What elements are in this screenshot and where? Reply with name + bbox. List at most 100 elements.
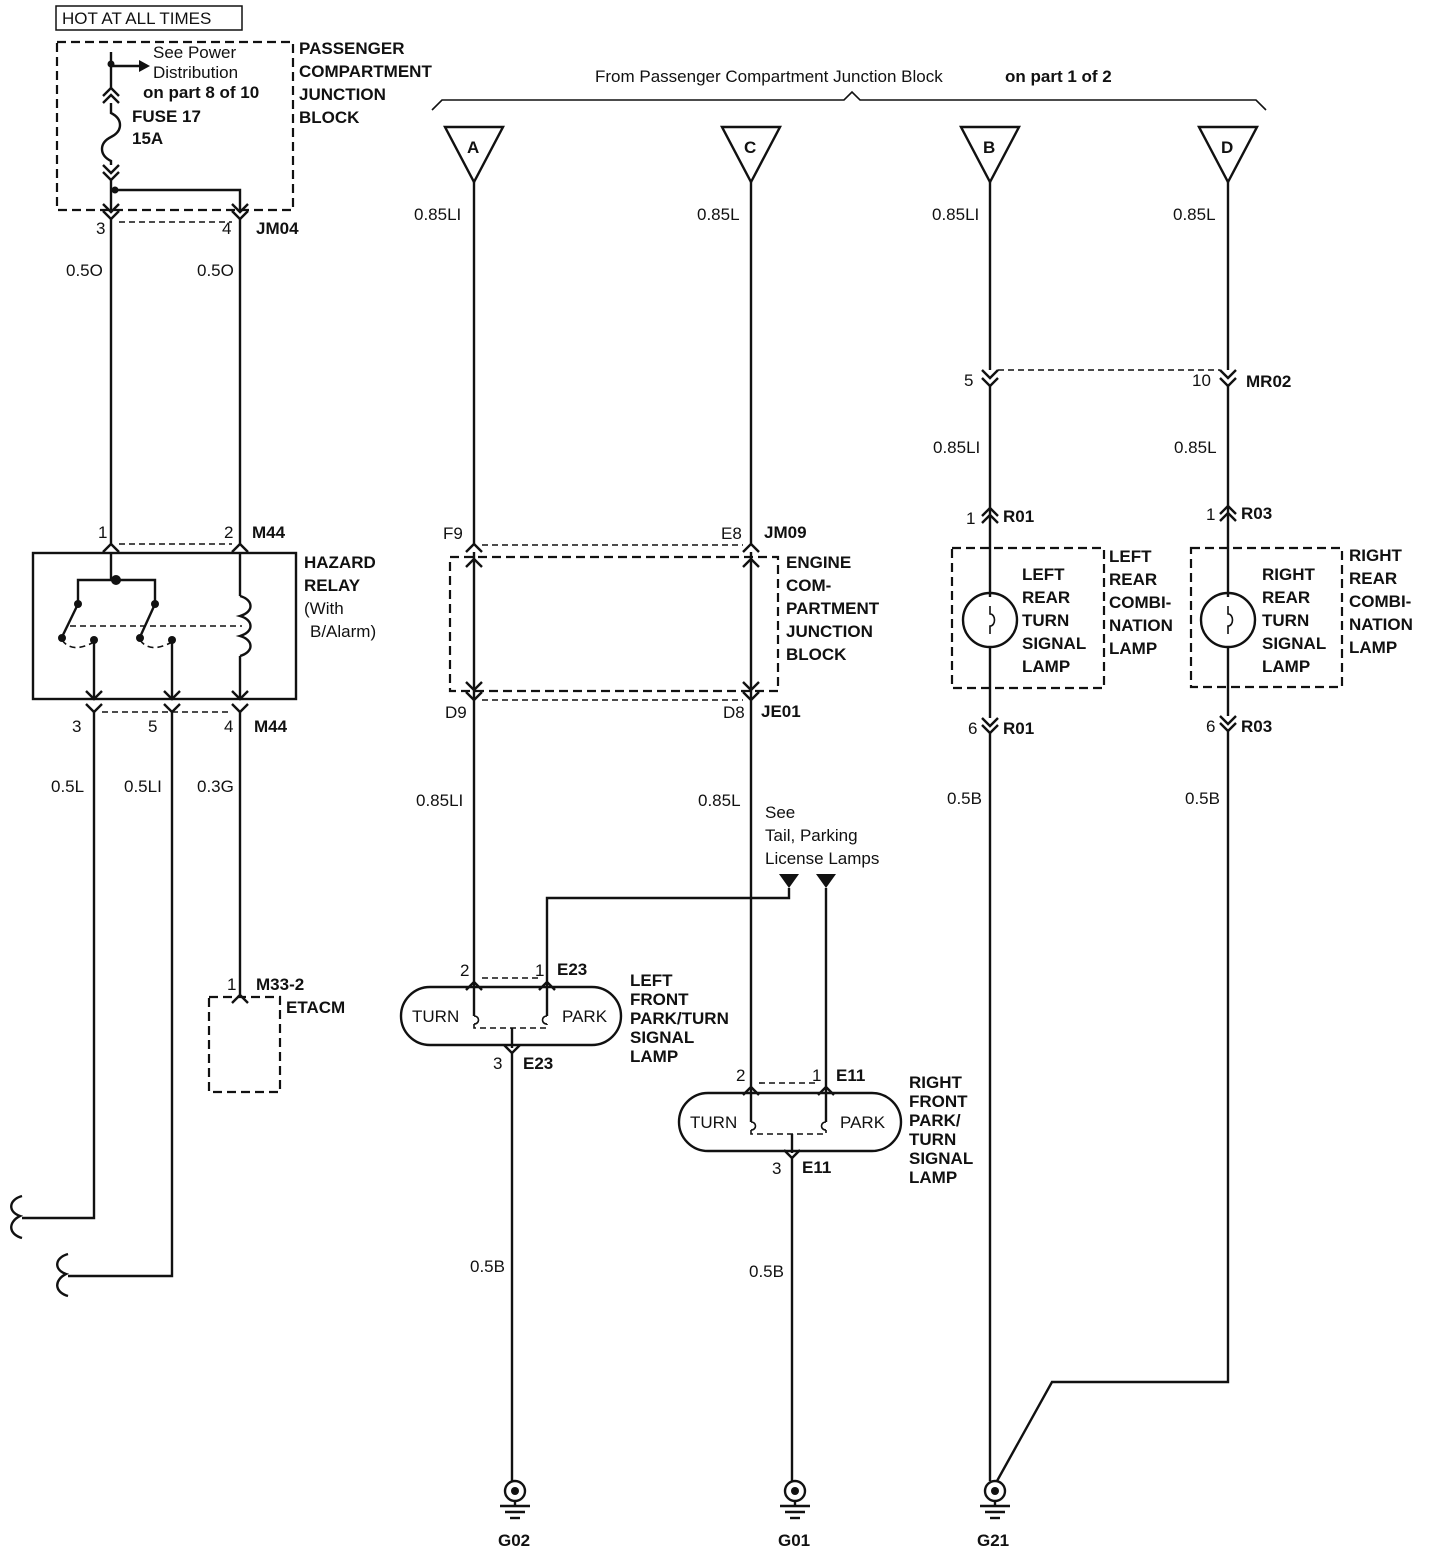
left-rear-outer-3: COMBI- [1109, 593, 1171, 612]
left-rear-outer-5: LAMP [1109, 639, 1157, 658]
left-front-name-2: FRONT [630, 990, 689, 1009]
see-tail-arrow-right-icon [816, 874, 836, 888]
wire-03g-label: 0.3G [197, 777, 234, 796]
fuse-feed-dot [107, 60, 115, 68]
right-rear-inner-5: LAMP [1262, 657, 1310, 676]
r01-pin1: 1 [966, 509, 975, 528]
r01-top-connector-icon [981, 506, 999, 524]
r01-top-connector-label: R01 [1003, 507, 1034, 526]
passenger-junction-name-4: BLOCK [299, 108, 360, 127]
left-front-turn-filament-icon [473, 1015, 480, 1025]
mr02-pin5-connector-icon [981, 369, 999, 388]
left-rear-inner-5: LAMP [1022, 657, 1070, 676]
r03-bottom-connector-label: R03 [1241, 717, 1272, 736]
passenger-junction-name-3: JUNCTION [299, 85, 386, 104]
r03-top-connector-icon [1219, 504, 1237, 522]
pin-d9: D9 [445, 703, 467, 722]
wire-085li-r01-label: 0.85LI [933, 438, 980, 457]
right-front-name-2: FRONT [909, 1092, 968, 1111]
right-rear-outer-1: RIGHT [1349, 546, 1403, 565]
right-front-turn-filament-icon [750, 1121, 757, 1131]
m44-top-connector-label: M44 [252, 523, 286, 542]
left-rear-inner-1: LEFT [1022, 565, 1065, 584]
m44-pin2-connector-icon [231, 542, 249, 553]
mr02-pin10-connector-icon [1219, 369, 1237, 388]
ground-g02-symbol-icon [500, 1479, 530, 1520]
left-front-turn-label: TURN [412, 1007, 459, 1026]
ground-g01-label: G01 [778, 1531, 810, 1550]
wire-05o-label-a: 0.5O [66, 261, 103, 280]
see-tail-line2: Tail, Parking [765, 826, 858, 845]
right-front-name-6: LAMP [909, 1168, 957, 1187]
e23-pin2: 2 [460, 961, 469, 980]
relay-switch-left-pivot [58, 634, 66, 642]
from-junction-brace [431, 90, 1267, 111]
m44-pin5-connector-icon [163, 703, 181, 714]
hot-at-all-times-box [55, 5, 243, 31]
right-front-lamp-outline [677, 1091, 903, 1153]
relay-name-1: HAZARD [304, 553, 376, 572]
wire-05b-r03-label: 0.5B [1185, 789, 1220, 808]
terminal-b-label: B [983, 138, 995, 157]
ground-g21-label: G21 [977, 1531, 1009, 1550]
fuse-rating-label: 15A [132, 129, 163, 148]
mr02-pin10: 10 [1192, 371, 1211, 390]
right-rear-inner-4: SIGNAL [1262, 634, 1326, 653]
wire-05l-break-icon [10, 1194, 24, 1240]
engine-block-left-bottom-icon [465, 681, 483, 692]
relay-switch-right [138, 603, 157, 638]
right-rear-filament-icon [1227, 606, 1234, 634]
relay-pin5: 5 [148, 717, 157, 736]
right-front-turn-label: TURN [690, 1113, 737, 1132]
relay-arc-left [61, 639, 95, 649]
ground-g02-label: G02 [498, 1531, 530, 1550]
m44-pin1-connector-icon [102, 542, 120, 553]
fuse-bottom-connector-icon [102, 164, 120, 182]
left-rear-outer-2: REAR [1109, 570, 1157, 589]
r03-pin1: 1 [1206, 505, 1215, 524]
wire-085l-d8-label: 0.85L [698, 791, 741, 810]
f9-connector-icon [465, 542, 483, 553]
relay-switch-right-pivot [136, 634, 144, 642]
right-rear-outer-3: COMBI- [1349, 592, 1411, 611]
fuse-17-label: FUSE 17 [132, 107, 201, 126]
right-rear-lamp-outline [1189, 546, 1344, 689]
passenger-junction-name-1: PASSENGER [299, 39, 405, 58]
left-rear-inner-3: TURN [1022, 611, 1069, 630]
right-rear-outer-5: LAMP [1349, 638, 1397, 657]
e11-pin2: 2 [736, 1066, 745, 1085]
left-rear-inner-2: REAR [1022, 588, 1070, 607]
terminal-d-icon [1197, 125, 1259, 185]
see-power-line1: See Power [153, 43, 236, 62]
left-front-filament-link [473, 1024, 548, 1029]
wire-05o-label-b: 0.5O [197, 261, 234, 280]
pin-d8: D8 [723, 703, 745, 722]
wire-05b-r03 [995, 731, 1230, 1482]
engine-junction-block-outline [448, 555, 780, 693]
wire-05b-r01-label: 0.5B [947, 789, 982, 808]
wire-05b-e11-label: 0.5B [749, 1262, 784, 1281]
e11-bottom-connector-label: E11 [802, 1158, 831, 1177]
passenger-junction-block-outline [55, 40, 295, 212]
wire-05li-break-icon [56, 1252, 70, 1298]
relay-switch-left [60, 603, 80, 638]
left-front-name-3: PARK/TURN [630, 1009, 729, 1028]
right-front-name-3: PARK/ [909, 1111, 961, 1130]
e11-top-connector-label: E11 [836, 1066, 865, 1085]
wire-05l [22, 712, 96, 1220]
left-front-park-label: PARK [562, 1007, 608, 1026]
wire-085l-c-label: 0.85L [697, 205, 740, 224]
see-tail-line1: See [765, 803, 795, 822]
right-rear-inner-3: TURN [1262, 611, 1309, 630]
r01-pin6: 6 [968, 719, 977, 738]
left-rear-filament-icon [989, 606, 996, 634]
see-power-line3: on part 8 of 10 [143, 83, 259, 102]
e11-pin3: 3 [772, 1159, 781, 1178]
r03-top-connector-label: R03 [1241, 504, 1272, 523]
right-front-name-1: RIGHT [909, 1073, 963, 1092]
wire-05li-label: 0.5LI [124, 777, 162, 796]
see-tail-line3: License Lamps [765, 849, 879, 868]
e11-pin1: 1 [812, 1066, 821, 1085]
relay-name-3: (With [304, 599, 344, 618]
right-front-name-4: TURN [909, 1130, 956, 1149]
